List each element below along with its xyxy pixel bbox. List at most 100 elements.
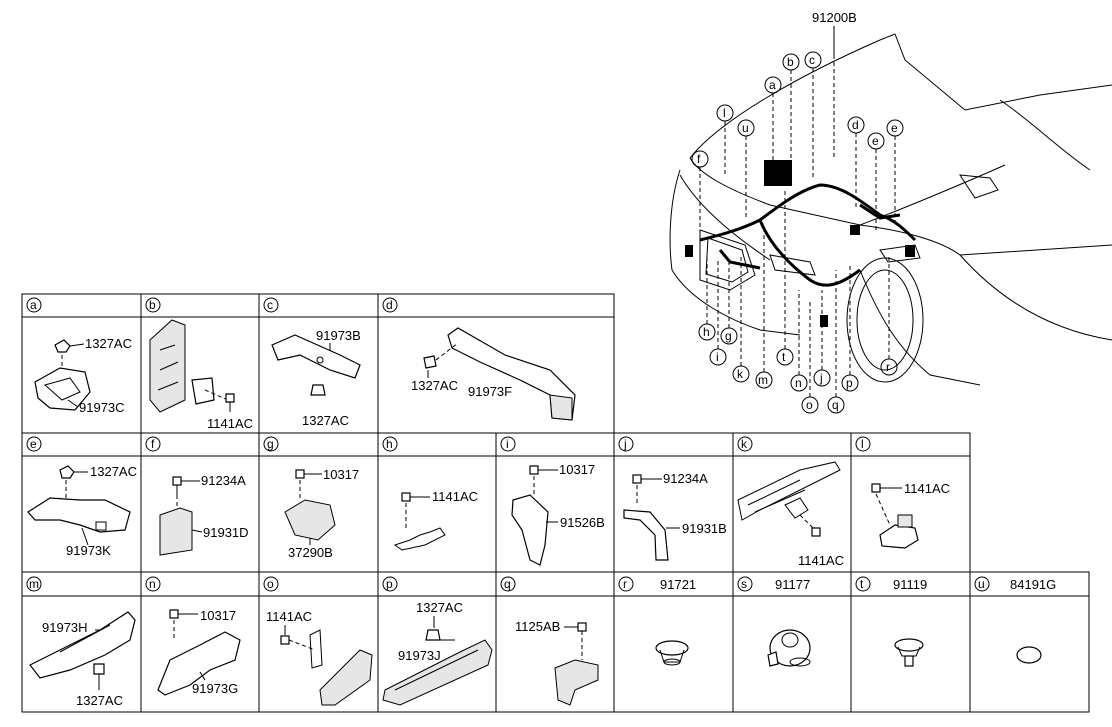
svg-text:10317: 10317 [200, 608, 236, 623]
svg-text:e: e [891, 121, 898, 135]
svg-text:1327AC: 1327AC [90, 464, 137, 479]
bolt-icon [295, 469, 305, 479]
cell-g-header: g [263, 436, 279, 452]
cell-l: 1141AC [871, 481, 950, 549]
svg-text:d: d [852, 118, 859, 132]
cell-p: 1327AC 91973J [382, 600, 493, 706]
svg-text:1141AC: 1141AC [432, 489, 478, 504]
cell-r [655, 640, 689, 666]
svg-text:1327AC: 1327AC [76, 693, 123, 708]
callout-o: o [801, 300, 819, 414]
plug-icon [1016, 646, 1042, 664]
svg-text:91234A: 91234A [663, 471, 708, 486]
protector-icon [29, 611, 136, 679]
svg-text:b: b [149, 298, 156, 312]
svg-text:c: c [267, 298, 273, 312]
svg-text:j: j [819, 371, 823, 385]
cell-k: 1141AC [737, 461, 844, 568]
svg-text:l: l [723, 106, 726, 120]
bracket-icon [34, 367, 91, 411]
bolt-icon [811, 527, 821, 537]
svg-text:k: k [737, 367, 744, 381]
cell-k-header: k [737, 436, 753, 452]
cell-n-header: n [145, 576, 161, 592]
svg-text:i: i [716, 350, 719, 364]
nut-icon [423, 355, 437, 369]
svg-text:91973J: 91973J [398, 648, 441, 663]
nut-icon [59, 465, 75, 479]
svg-text:t: t [782, 350, 786, 364]
svg-text:10317: 10317 [559, 462, 595, 477]
bracket-icon [319, 649, 373, 706]
cell-e-header: e [26, 436, 42, 452]
bolt-icon [280, 635, 290, 645]
svg-text:e: e [872, 134, 879, 148]
cell-t-part: 91119 [893, 577, 927, 592]
cell-m: 91973H 1327AC [29, 611, 136, 708]
svg-text:91973C: 91973C [79, 400, 125, 415]
cell-h: 1141AC [393, 489, 478, 551]
cell-d-header: d [382, 297, 398, 313]
callout-u: u [737, 119, 755, 220]
bolt-icon [871, 483, 881, 493]
callout-a: a [764, 76, 782, 165]
sensor-icon [284, 499, 336, 541]
svg-text:1141AC: 1141AC [904, 481, 950, 496]
cell-t-header: t [855, 576, 871, 592]
cell-j-header: j [618, 436, 634, 452]
cell-q-header: q [500, 576, 516, 592]
svg-text:r: r [886, 360, 890, 374]
svg-text:n: n [149, 577, 156, 591]
callout-g: g [720, 262, 738, 345]
callout-l: l [716, 104, 734, 175]
cell-r-part: 91721 [660, 577, 696, 592]
cell-c-header: c [263, 297, 279, 313]
cell-i: 10317 91526B [511, 462, 605, 566]
bracket-icon [271, 334, 361, 379]
callout-n: n [790, 290, 808, 392]
callout-i: i [709, 260, 727, 366]
bracket-icon [159, 507, 193, 556]
svg-text:p: p [846, 376, 853, 390]
svg-text:l: l [861, 437, 864, 451]
cell-t [894, 638, 924, 667]
cell-s-header: s [737, 576, 753, 592]
svg-text:k: k [741, 437, 748, 451]
svg-text:g: g [267, 437, 274, 451]
svg-text:91931D: 91931D [203, 525, 249, 540]
cell-o-header: o [263, 576, 279, 592]
car-overview [669, 33, 1112, 386]
pillar-bracket-icon [149, 319, 186, 413]
overview-callouts: b c a l u d e e f h g i k m t n o j q p … [691, 51, 904, 414]
svg-text:o: o [806, 398, 813, 412]
cell-g: 10317 37290B [284, 467, 359, 560]
svg-text:s: s [741, 577, 747, 591]
cell-e: 1327AC 91973K [27, 464, 137, 558]
svg-text:q: q [832, 398, 839, 412]
svg-text:1327AC: 1327AC [411, 378, 458, 393]
bracket-icon [879, 524, 919, 549]
cell-a: 1327AC 91973C [34, 336, 132, 415]
cell-m-header: m [26, 576, 42, 592]
cell-a-header: a [26, 297, 42, 313]
svg-text:i: i [506, 437, 509, 451]
cell-o: 1141AC [266, 609, 373, 706]
bolt-icon [401, 492, 411, 502]
svg-text:m: m [29, 577, 39, 591]
cell-h-header: h [382, 436, 398, 452]
svg-text:b: b [787, 55, 794, 69]
cell-l-header: l [855, 436, 871, 452]
svg-text:u: u [978, 577, 985, 591]
svg-text:g: g [725, 329, 732, 343]
cell-d: 1327AC 91973F [411, 327, 576, 421]
cell-s [767, 629, 811, 667]
cell-u-header: u [974, 576, 990, 592]
svg-text:1327AC: 1327AC [416, 600, 463, 615]
cell-j: 91234A 91931B [623, 471, 727, 561]
bracket-icon [554, 659, 599, 706]
svg-text:91973B: 91973B [316, 328, 361, 343]
svg-text:1141AC: 1141AC [798, 553, 844, 568]
callout-e2: e [886, 119, 904, 225]
protector-icon [157, 631, 241, 696]
